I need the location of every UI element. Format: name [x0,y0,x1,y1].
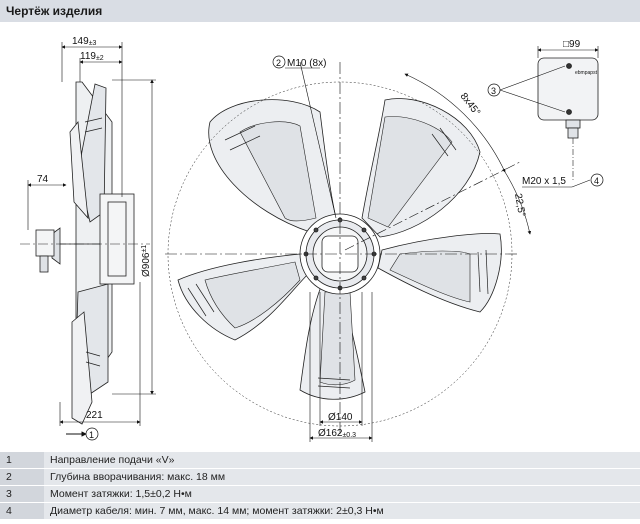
front-dimensions [165,61,532,442]
dim-119: 119±2 [80,51,104,62]
thread-m10: M10 (8x) [287,58,326,69]
note-text: Глубина вворачивания: макс. 18 мм [44,468,640,486]
callout-4: 4 [590,173,604,187]
side-view [20,81,150,425]
callout-3: 3 [487,83,501,97]
dim-906: Ø906±1 [141,245,152,277]
brand-label: ebmpapst [575,70,598,76]
svg-text:1: 1 [89,430,94,440]
section-title: Чертёж изделия [6,4,103,18]
callout-2: 2 [272,55,286,69]
table-row: 4 Диаметр кабеля: мин. 7 мм, макс. 14 мм… [0,502,640,520]
note-text: Диаметр кабеля: мин. 7 мм, макс. 14 мм; … [44,502,640,520]
table-row: 1 Направление подачи «V» [0,452,640,469]
section-header: Чертёж изделия [0,0,640,22]
side-dimensions [27,42,156,437]
note-number: 1 [0,452,44,469]
svg-text:3: 3 [491,86,496,96]
terminal-dimensions [499,46,599,188]
callout-1: 1 [85,427,99,441]
note-number: 3 [0,485,44,503]
table-row: 3 Момент затяжки: 1,5±0,2 Н•м [0,485,640,503]
note-number: 2 [0,468,44,486]
dim-box-99: □99 [563,39,581,50]
technical-drawing: 149±3 119±2 74 Ø906±1 221 1 [0,22,640,450]
note-text: Момент затяжки: 1,5±0,2 Н•м [44,485,640,503]
svg-text:4: 4 [594,176,599,186]
angle-22-5: 22,5° [512,193,527,218]
note-text: Направление подачи «V» [44,452,640,469]
terminal-box [537,57,599,180]
dim-74: 74 [37,174,49,185]
dim-162: Ø162±0.3 [318,428,356,439]
note-number: 4 [0,502,44,520]
notes-table: 1 Направление подачи «V» 2 Глубина ввора… [0,452,640,520]
dim-149: 149±3 [72,36,97,47]
svg-text:2: 2 [276,58,281,68]
angle-8x45: 8x45° [458,91,482,118]
thread-m20: M20 x 1,5 [522,176,566,187]
table-row: 2 Глубина вворачивания: макс. 18 мм [0,468,640,486]
dim-221: 221 [86,410,103,421]
dim-140: Ø140 [328,412,353,423]
